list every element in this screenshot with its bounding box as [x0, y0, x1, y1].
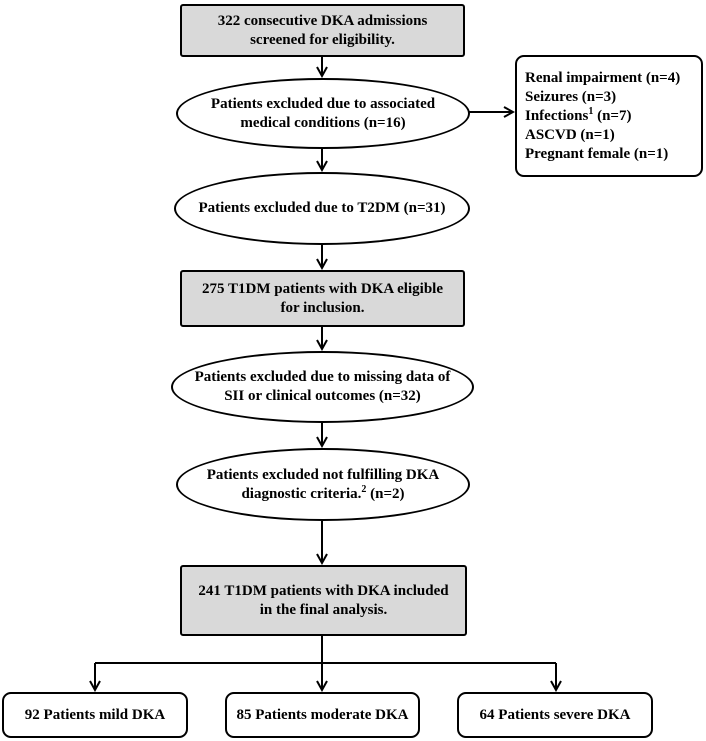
included-box: 241 T1DM patients with DKA included in t…	[180, 565, 467, 636]
mild-dka-box: 92 Patients mild DKA	[2, 692, 188, 738]
excluded-missing-line1: Patients excluded due to missing data of	[194, 369, 451, 385]
excluded-criteria-line2: diagnostic criteria.2 (n=2)	[241, 483, 405, 504]
excluded-criteria-line1: Patients excluded not fulfilling DKA	[206, 466, 440, 483]
eligible-line2: for inclusion.	[280, 299, 365, 316]
ascvd-item: ASCVD (n=1)	[525, 126, 615, 143]
moderate-dka-box: 85 Patients moderate DKA	[225, 692, 420, 738]
screened-line1: 322 consecutive DKA admissions	[217, 12, 428, 29]
excluded-criteria-ellipse: Patients excluded not fulfilling DKA dia…	[176, 448, 470, 521]
excluded-t2dm-line1: Patients excluded due to T2DM (n=31)	[198, 200, 446, 216]
seizures-item: Seizures (n=3)	[525, 88, 617, 105]
criteria-footnote: 2	[361, 483, 367, 495]
medical-conditions-box: Renal impairment (n=4) Seizures (n=3) In…	[515, 55, 703, 177]
excluded-missing-line2: SII or clinical outcomes (n=32)	[224, 388, 421, 404]
severe-dka-box: 64 Patients severe DKA	[457, 692, 653, 738]
included-line2: in the final analysis.	[259, 601, 388, 618]
screened-box: 322 consecutive DKA admissions screened …	[180, 4, 465, 57]
severe-dka-label: 64 Patients severe DKA	[479, 706, 631, 723]
moderate-dka-label: 85 Patients moderate DKA	[236, 706, 409, 723]
included-line1: 241 T1DM patients with DKA included	[198, 582, 449, 599]
criteria-count: (n=2)	[366, 485, 405, 502]
excluded-medical-line2: medical conditions (n=16)	[240, 114, 406, 131]
mild-dka-label: 92 Patients mild DKA	[24, 706, 166, 723]
criteria-text: diagnostic criteria.	[241, 485, 362, 502]
screened-line2: screened for eligibility.	[250, 31, 395, 48]
eligible-line1: 275 T1DM patients with DKA eligible	[202, 280, 443, 297]
infections-item: Infections1 (n=7)	[525, 105, 632, 126]
excluded-t2dm-ellipse: Patients excluded due to T2DM (n=31)	[174, 172, 470, 245]
eligible-box: 275 T1DM patients with DKA eligible for …	[180, 270, 465, 327]
excluded-medical-line1: Patients excluded due to associated	[210, 95, 436, 112]
pregnant-item: Pregnant female (n=1)	[525, 145, 669, 162]
excluded-missing-ellipse: Patients excluded due to missing data of…	[171, 351, 474, 423]
excluded-medical-ellipse: Patients excluded due to associated medi…	[176, 78, 470, 149]
infections-label: Infections	[525, 107, 589, 124]
renal-item: Renal impairment (n=4)	[525, 69, 681, 86]
infections-footnote: 1	[588, 105, 594, 117]
infections-count: (n=7)	[593, 107, 632, 124]
